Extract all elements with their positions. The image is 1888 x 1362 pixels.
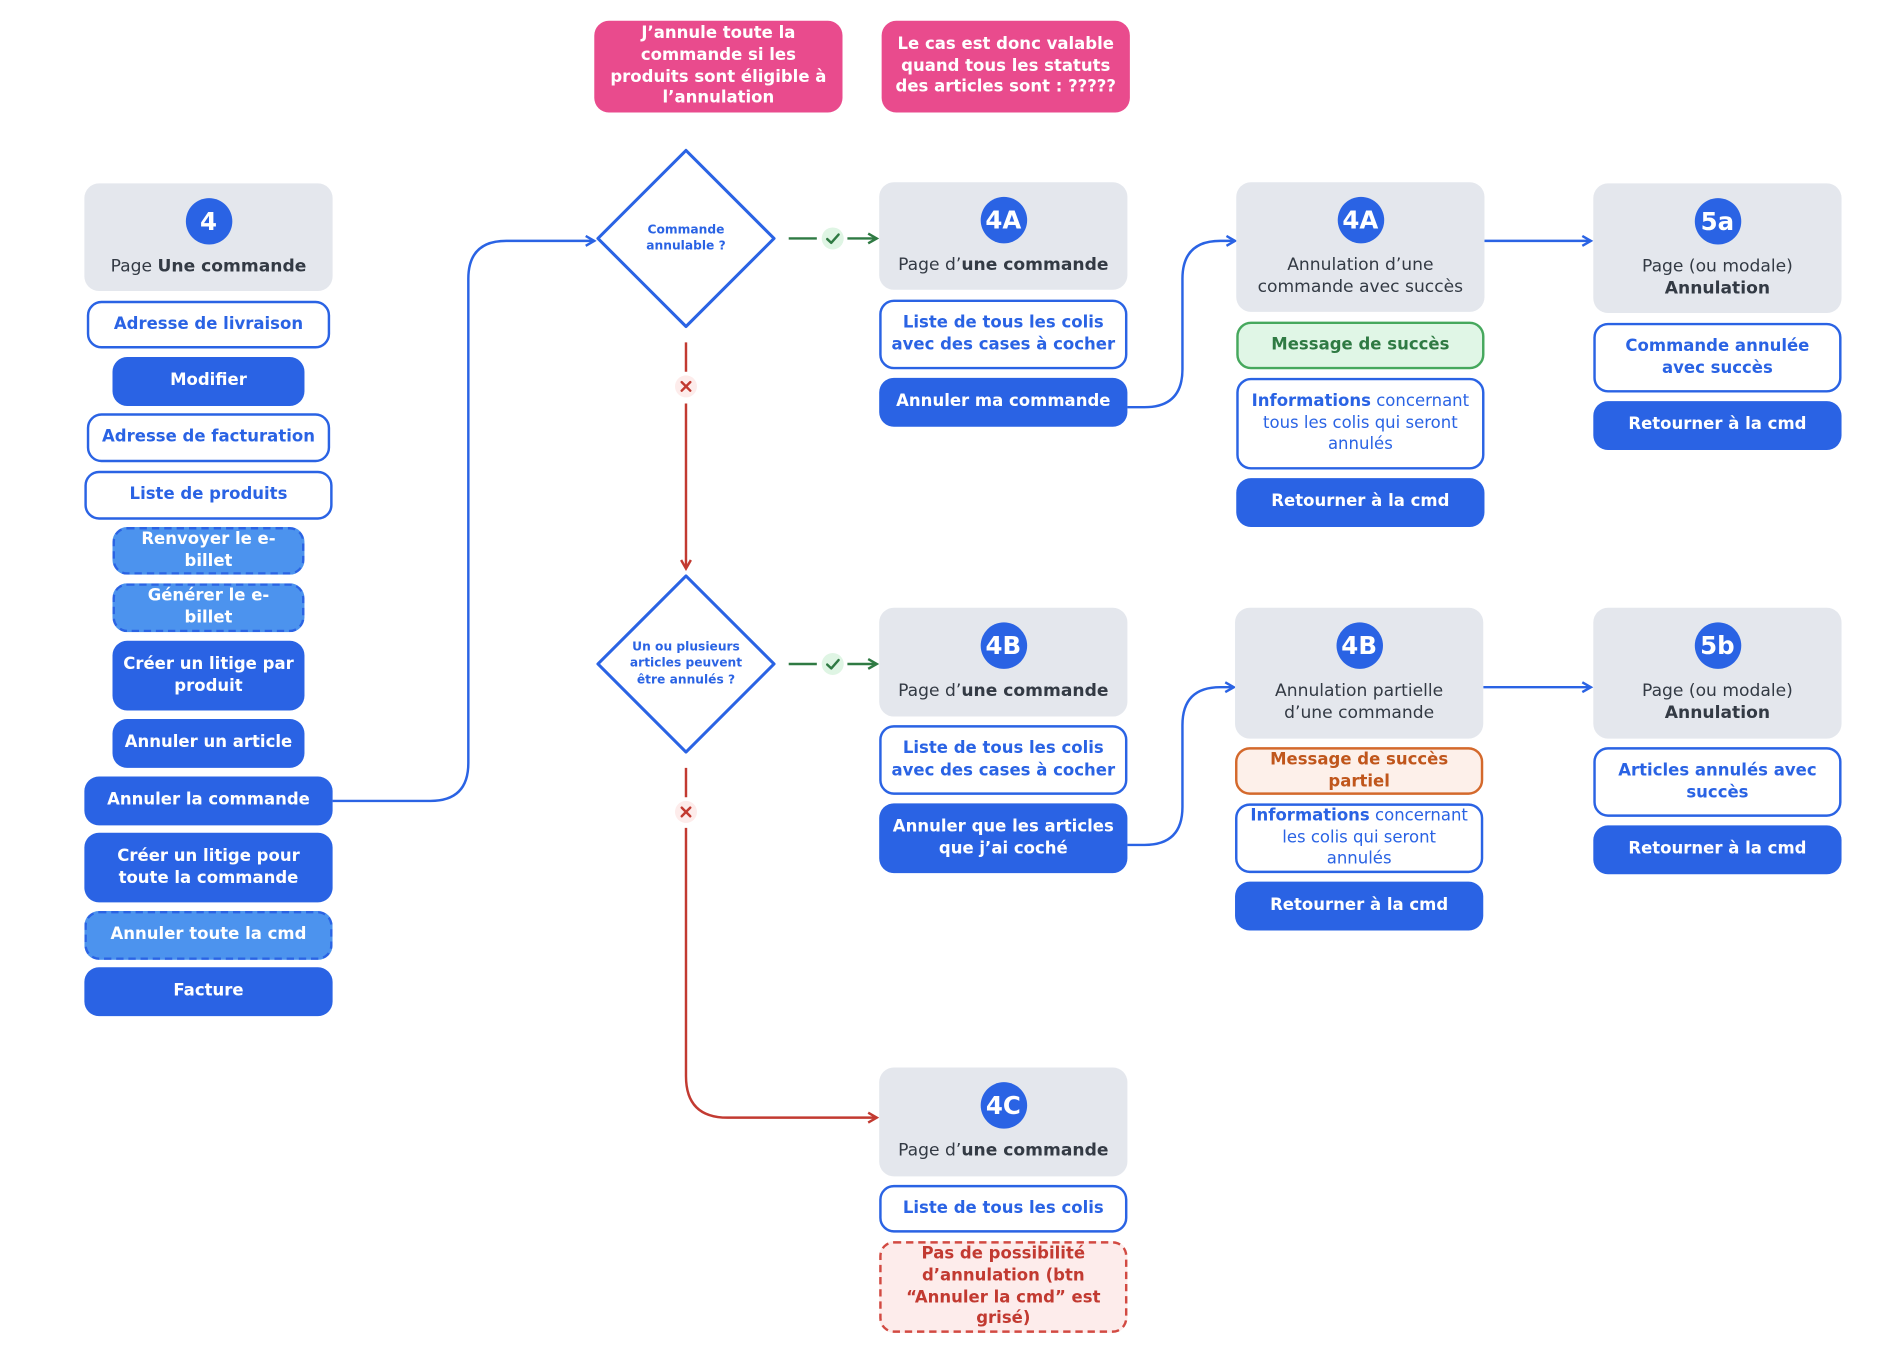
annuler-toute-cmd-button[interactable]: Annuler toute la cmd bbox=[84, 910, 333, 960]
decision-annulable-label: Commande annulable ? bbox=[646, 223, 726, 254]
colis-list-checkboxes[interactable]: Liste de tous les colis avec des cases à… bbox=[879, 299, 1128, 370]
step-badge: 4 bbox=[185, 198, 232, 245]
retourner-cmd-button[interactable]: Retourner à la cmd bbox=[1593, 401, 1842, 450]
success-message: Message de succès bbox=[1236, 321, 1485, 370]
facture-button[interactable]: Facture bbox=[84, 967, 333, 1017]
check-icon bbox=[821, 227, 844, 250]
commande-annulee-message: Commande annulée avec succès bbox=[1593, 322, 1842, 393]
link-4a-to-cancel bbox=[1127, 241, 1235, 409]
colis-list[interactable]: Liste de tous les colis bbox=[879, 1184, 1128, 1233]
annuler-ma-commande-button[interactable]: Annuler ma commande bbox=[879, 377, 1128, 427]
retourner-cmd-button[interactable]: Retourner à la cmd bbox=[1593, 825, 1842, 875]
step-badge: 4A bbox=[980, 196, 1027, 244]
page-title: Page d’une commande bbox=[898, 255, 1109, 276]
step-badge: 4C bbox=[980, 1082, 1027, 1129]
decision-diamond-annulable bbox=[596, 148, 776, 329]
check-icon bbox=[821, 652, 844, 675]
link-4b-to-cancel bbox=[1127, 687, 1233, 847]
page-5b-header: 5b Page (ou modale)Annulation bbox=[1593, 607, 1842, 739]
cancel-4a-header: 4A Annulation d’une commande avec succès bbox=[1236, 182, 1485, 312]
partial-success-message: Message de succès partiel bbox=[1235, 747, 1484, 795]
annuler-article-button[interactable]: Annuler un article bbox=[112, 719, 305, 768]
step-badge: 5a bbox=[1694, 198, 1741, 245]
link-d2-no bbox=[684, 767, 877, 1118]
step-badge: 4B bbox=[1335, 622, 1383, 669]
decision-diamond-articles bbox=[596, 574, 776, 754]
check-icon-mark bbox=[826, 233, 840, 245]
no-cancellation-message: Pas de possibilité d’annulation (btn “An… bbox=[879, 1241, 1128, 1333]
note-eligible: J’annule toute la commande si les produi… bbox=[594, 20, 843, 113]
colis-list-checkboxes[interactable]: Liste de tous les colis avec des cases à… bbox=[879, 725, 1128, 795]
retourner-cmd-button[interactable]: Retourner à la cmd bbox=[1236, 478, 1485, 528]
page-5a-header: 5a Page (ou modale)Annulation bbox=[1593, 183, 1842, 314]
renvoyer-ebillet-button[interactable]: Renvoyer le e-billet bbox=[112, 527, 305, 575]
cancel-4b-header: 4B Annulation partielle d’une commande bbox=[1235, 607, 1484, 739]
decision-articles-label: Un ou plusieurs articles peuvent être an… bbox=[629, 640, 743, 687]
litige-commande-button[interactable]: Créer un litige pour toute la commande bbox=[84, 832, 333, 903]
note-status: Le cas est donc valable quand tous les s… bbox=[881, 20, 1130, 113]
step-badge: 4B bbox=[980, 622, 1027, 669]
page-title: Annulation partielle d’une commande bbox=[1275, 681, 1444, 723]
articles-annules-message: Articles annulés avec succès bbox=[1593, 747, 1842, 817]
page-title: Page d’une commande bbox=[898, 1140, 1109, 1161]
page-4a-header: 4A Page d’une commande bbox=[879, 182, 1128, 290]
page-4b-header: 4B Page d’une commande bbox=[879, 607, 1128, 717]
colis-info: Informations concernant tous les colis q… bbox=[1236, 377, 1485, 470]
page-title: Annulation d’une commande avec succès bbox=[1257, 255, 1464, 298]
generer-ebillet-button[interactable]: Générer le e-billet bbox=[112, 583, 305, 633]
annuler-articles-coches-button[interactable]: Annuler que les articles que j’ai coché bbox=[879, 803, 1128, 874]
adresse-livraison-button[interactable]: Adresse de livraison bbox=[86, 300, 331, 349]
liste-produits-button[interactable]: Liste de produits bbox=[84, 470, 333, 520]
colis-info: Informations concernant les colis qui se… bbox=[1235, 803, 1484, 874]
page-title: Page Une commande bbox=[110, 256, 307, 277]
page-4c-header: 4C Page d’une commande bbox=[879, 1067, 1128, 1177]
link-annuler-to-decision bbox=[332, 241, 595, 803]
step-badge: 5b bbox=[1694, 622, 1741, 669]
step-badge: 4A bbox=[1337, 196, 1384, 244]
page-4-header: 4 Page Une commande bbox=[84, 183, 333, 292]
page-title: Page (ou modale)Annulation bbox=[1642, 256, 1793, 299]
retourner-cmd-button[interactable]: Retourner à la cmd bbox=[1235, 881, 1484, 931]
cross-icon-mark bbox=[680, 806, 692, 818]
annuler-commande-button[interactable]: Annuler la commande bbox=[84, 776, 333, 826]
page-title: Page d’une commande bbox=[898, 681, 1109, 701]
check-icon-mark bbox=[826, 658, 840, 670]
litige-produit-button[interactable]: Créer un litige par produit bbox=[112, 640, 305, 711]
cross-icon-mark bbox=[680, 380, 692, 392]
page-title: Page (ou modale)Annulation bbox=[1642, 681, 1793, 723]
modifier-button[interactable]: Modifier bbox=[112, 357, 305, 406]
adresse-facturation-button[interactable]: Adresse de facturation bbox=[86, 413, 331, 463]
